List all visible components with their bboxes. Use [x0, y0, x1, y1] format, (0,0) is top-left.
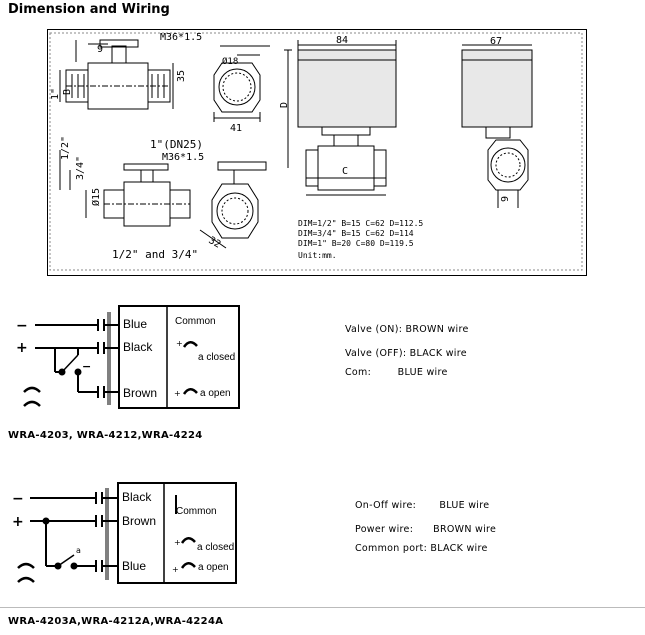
wire-label: Brown: [122, 514, 156, 528]
wiring-diagram-1: [23, 305, 240, 409]
actuator-side-view: [284, 40, 397, 196]
size-label-1inch: 1"(DN25): [150, 138, 203, 151]
svg-text:+: +: [174, 538, 181, 547]
model-label-2: WRA-4203A,WRA-4212A,WRA-4224A: [8, 616, 224, 627]
divider: [0, 607, 645, 608]
wiring-note: Com: BLUE wire: [345, 367, 448, 378]
dim-phi18: Ø18: [222, 56, 238, 67]
a-closed-label: a closed: [198, 352, 235, 363]
svg-text:+: +: [174, 389, 181, 398]
dim-m36-top: M36*1.5: [160, 32, 202, 43]
size-label-small: 1/2" and 3/4": [112, 248, 198, 261]
wire-label: Black: [123, 340, 153, 354]
dim-35: 35: [176, 70, 187, 82]
dimension-drawing-frame: [47, 29, 587, 276]
dim-d: D: [279, 102, 290, 108]
dim-c: C: [342, 166, 348, 177]
a-open-label: a open: [198, 562, 229, 573]
spec-row: DIM=1" B=20 C=80 D=119.5: [298, 239, 414, 248]
dim-m36-bottom: M36*1.5: [162, 152, 204, 163]
svg-text:−: −: [12, 491, 24, 507]
a-closed-label: a closed: [197, 542, 234, 553]
valve-1in-side-view: [59, 39, 174, 110]
dim-phi15: Ø15: [90, 188, 102, 206]
svg-text:+: +: [16, 340, 28, 356]
dim-b: B: [62, 89, 73, 95]
wire-label: Blue: [122, 559, 146, 573]
dim-32: 32: [207, 235, 223, 251]
dim-41: 41: [230, 123, 242, 134]
wire-label: Blue: [123, 317, 147, 331]
a-open-label: a open: [200, 388, 231, 399]
spec-row: DIM=1/2" B=15 C=62 D=112.5: [298, 219, 423, 228]
wiring-note: On-Off wire: BLUE wire: [355, 500, 490, 511]
svg-text:−: −: [82, 360, 91, 373]
spec-row: Unit:mm.: [298, 251, 337, 260]
dim-9: 9: [97, 44, 103, 55]
dim-84: 84: [336, 35, 348, 46]
dim-67: 67: [490, 36, 502, 47]
common-label: Common: [175, 316, 216, 327]
wiring-note: Power wire: BROWN wire: [355, 524, 497, 535]
dim-half: 1/2": [60, 136, 71, 160]
valve-small-side-view: [59, 150, 191, 227]
wire-label: Black: [122, 490, 152, 504]
svg-text:+: +: [172, 565, 179, 574]
svg-text:−: −: [16, 318, 28, 334]
wiring-note: Common port: BLACK wire: [355, 543, 488, 554]
svg-text:+: +: [176, 339, 183, 348]
switch-a-label: a: [76, 546, 81, 555]
page-title: Dimension and Wiring: [8, 2, 170, 17]
svg-text:+: +: [12, 514, 24, 530]
valve-small-front-view: [199, 161, 267, 249]
common-label: Common: [176, 506, 217, 517]
spec-row: DIM=3/4" B=15 C=62 D=114: [298, 229, 414, 238]
dim-9b: 9: [500, 196, 511, 202]
wiring-diagram-2: [17, 482, 237, 584]
wiring-note: Valve (ON): BROWN wire: [345, 324, 469, 335]
wire-label: Brown: [123, 386, 157, 400]
wiring-note: Valve (OFF): BLACK wire: [345, 348, 467, 359]
dim-three-quarter: 3/4": [75, 156, 86, 180]
spec-table: DIM=1/2" B=15 C=62 D=112.5 DIM=3/4" B=15…: [298, 219, 423, 260]
valve-1in-front-view: [213, 45, 270, 122]
model-label-1: WRA-4203, WRA-4212,WRA-4224: [8, 430, 203, 441]
dim-1inch: 1": [50, 88, 61, 100]
actuator-front-view: [461, 44, 533, 208]
